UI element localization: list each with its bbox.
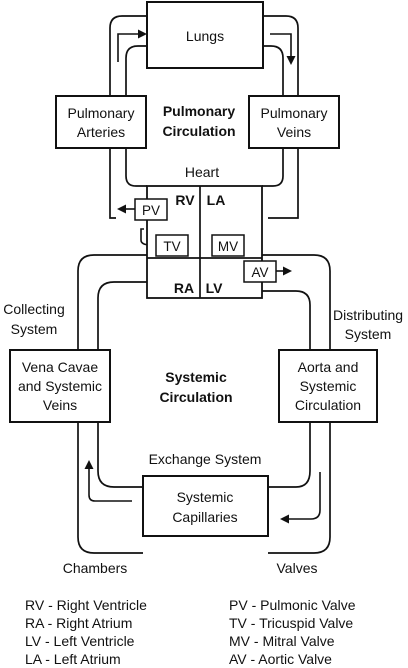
distributing-system-label-2: System	[345, 326, 392, 342]
flow-arrowhead-to-capillaries	[280, 514, 289, 524]
legend-valves-title: Valves	[277, 560, 318, 576]
valve-av: AV	[251, 265, 268, 280]
pulmonary-arteries-label-2: Arteries	[77, 124, 125, 140]
lungs-box	[146, 1, 264, 69]
valve-pv: PV	[142, 203, 160, 218]
distributing-system-label-1: Distributing	[333, 307, 403, 323]
valve-pv-box	[134, 198, 168, 221]
flow-arrowhead-to-lungs	[138, 29, 147, 39]
pulmonary-arteries-label-1: Pulmonary	[68, 105, 135, 121]
systemic-circulation-label-1: Systemic	[165, 369, 227, 385]
vessel-boxes: Lungs Pulmonary Arteries Pulmonary Veins…	[9, 1, 378, 537]
aorta-label-1: Aorta and	[298, 359, 359, 375]
valve-tv-box	[155, 234, 189, 257]
aorta-label-2: Systemic	[300, 378, 357, 394]
legend: Chambers Valves RV - Right Ventricle RA …	[25, 560, 356, 667]
exchange-system-label: Exchange System	[149, 451, 262, 467]
diagram-labels: Pulmonary Circulation Heart Collecting S…	[3, 103, 403, 467]
chamber-lv: LV	[206, 280, 224, 296]
valve-mv: MV	[218, 239, 238, 254]
legend-chamber-item: RA - Right Atrium	[25, 615, 132, 631]
capillaries-label-2: Capillaries	[172, 509, 237, 525]
systemic-circulation-label-2: Circulation	[159, 389, 232, 405]
flow-line-from-capillaries	[88, 468, 132, 502]
chamber-ra: RA	[174, 280, 194, 296]
flow-line-to-capillaries	[287, 472, 321, 520]
aorta-label-3: Circulation	[295, 397, 361, 413]
chamber-la: LA	[207, 192, 226, 208]
aorta-box	[278, 349, 378, 423]
heart: RV LA RA LV PV TV MV AV	[134, 185, 277, 299]
pulmonary-circulation-label-2: Circulation	[162, 123, 235, 139]
collecting-system-label-2: System	[11, 321, 58, 337]
heart-label: Heart	[185, 164, 219, 180]
pulmonary-veins-label-2: Veins	[277, 124, 311, 140]
collecting-system-label-1: Collecting	[3, 301, 64, 317]
legend-valve-item: TV - Tricuspid Valve	[229, 615, 353, 631]
legend-chamber-item: RV - Right Ventricle	[25, 597, 147, 613]
valve-av-box	[243, 260, 277, 283]
flow-arrowhead-from-pv	[117, 204, 126, 214]
legend-chamber-item: LV - Left Ventricle	[25, 633, 135, 649]
vena-cavae-box	[9, 349, 111, 423]
chamber-rv: RV	[175, 192, 195, 208]
legend-valve-item: MV - Mitral Valve	[229, 633, 335, 649]
legend-valve-item: AV - Aortic Valve	[229, 651, 332, 667]
legend-valve-item: PV - Pulmonic Valve	[229, 597, 356, 613]
valve-mv-box	[211, 234, 245, 257]
vena-cavae-label-3: Veins	[43, 397, 77, 413]
capillaries-label-1: Systemic	[177, 489, 234, 505]
pulmonary-veins-label-1: Pulmonary	[261, 105, 328, 121]
vena-cavae-label-1: Vena Cavae	[22, 359, 98, 375]
flow-arrowhead-from-capillaries	[84, 460, 94, 469]
pulmonary-loop-outer	[109, 15, 299, 219]
lungs-label: Lungs	[186, 28, 224, 44]
valve-tv: TV	[163, 239, 180, 254]
flow-arrowhead-from-av	[283, 266, 292, 276]
capillaries-box	[142, 475, 269, 537]
flow-line-from-lungs	[270, 33, 292, 58]
flow-arrowhead-from-lungs	[286, 56, 296, 65]
legend-chamber-item: LA - Left Atrium	[25, 651, 121, 667]
pulmonary-arteries-box	[55, 95, 147, 149]
legend-chambers-title: Chambers	[63, 560, 128, 576]
pulmonary-circulation-label-1: Pulmonary	[163, 103, 236, 119]
flow-line-to-lungs	[117, 33, 141, 62]
pulmonary-veins-box	[248, 95, 340, 149]
vena-cavae-label-2: and Systemic	[18, 378, 102, 394]
